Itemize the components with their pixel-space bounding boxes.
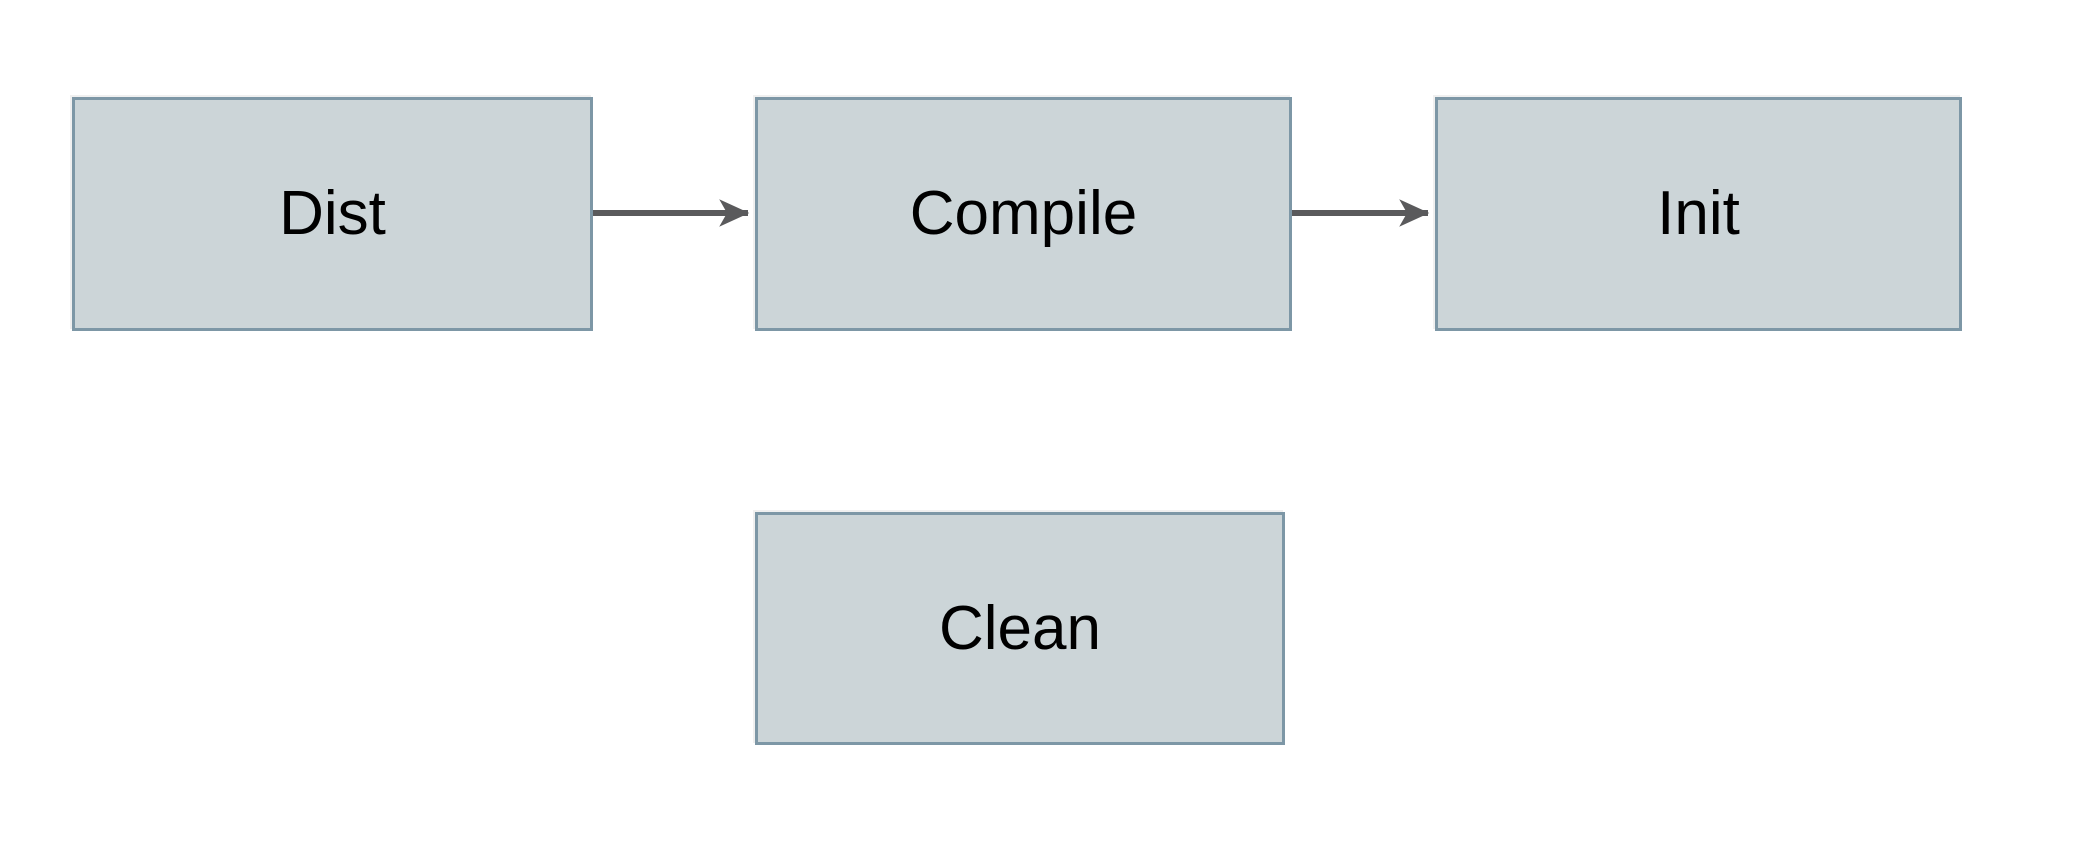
node-init-label: Init bbox=[1657, 179, 1740, 248]
node-dist-label: Dist bbox=[279, 179, 386, 248]
node-compile-label: Compile bbox=[909, 179, 1138, 248]
node-init[interactable]: Init bbox=[1435, 97, 1962, 331]
node-clean[interactable]: Clean bbox=[755, 512, 1285, 745]
node-compile[interactable]: Compile bbox=[755, 97, 1292, 331]
node-clean-label: Clean bbox=[939, 593, 1101, 663]
node-dist[interactable]: Dist bbox=[72, 97, 593, 331]
